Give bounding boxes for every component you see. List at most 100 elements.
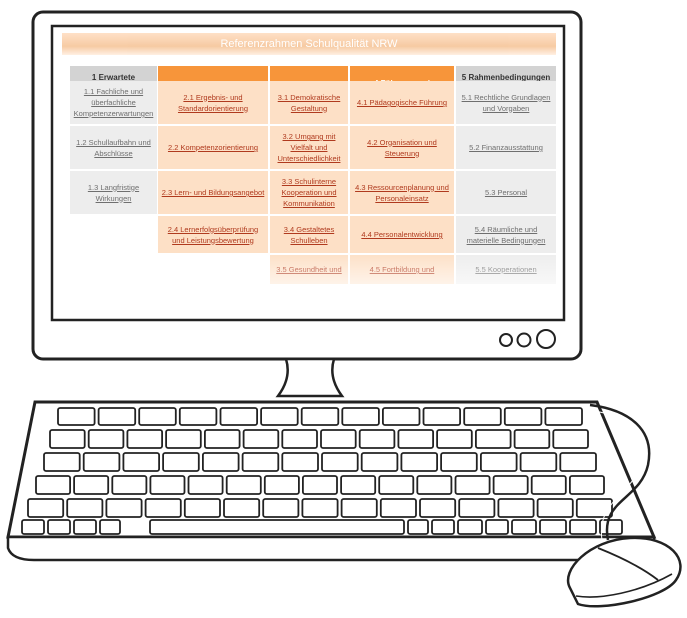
key [99, 519, 121, 535]
criterion-link[interactable]: 5.2 Finanzausstattung [456, 126, 556, 170]
criterion-link[interactable]: 5.4 Räumliche und materielle Bedingungen [456, 216, 556, 254]
key [82, 452, 121, 472]
key [539, 519, 567, 535]
monitor-button-medium-icon [516, 332, 532, 348]
criterion-link[interactable]: 3.1 Demokratische Gestaltung [270, 81, 348, 125]
criterion-link[interactable]: 2.2 Kompetenzorientierung [158, 126, 268, 170]
key [519, 452, 558, 472]
key [262, 498, 300, 518]
key [400, 452, 438, 472]
key [225, 475, 262, 495]
key [569, 519, 597, 535]
key [422, 407, 461, 426]
key [479, 452, 518, 472]
key [162, 452, 200, 472]
key [358, 429, 396, 449]
key [87, 429, 125, 449]
key [575, 498, 613, 518]
key [530, 475, 567, 495]
criterion-link[interactable]: 2.3 Lern- und Bildungsangebot [158, 171, 268, 215]
criterion-link[interactable]: 1.2 Schullaufbahn und Abschlüsse [70, 126, 157, 170]
keyboard-base [6, 535, 656, 562]
criterion-link[interactable]: 5.1 Rechtliche Grundlagen und Vorgaben [456, 81, 556, 125]
criterion-link[interactable]: 5.3 Personal [456, 171, 556, 215]
criterion-link[interactable]: 4.1 Pädagogische Führung [350, 81, 454, 125]
key [35, 475, 71, 495]
criterion-link[interactable]: 4.2 Organisation und Steuerung [350, 126, 454, 170]
key [21, 519, 45, 535]
key [379, 498, 417, 518]
key [301, 498, 339, 518]
key [407, 519, 429, 535]
monitor-stand [275, 357, 345, 398]
key [340, 498, 378, 518]
power-button-icon [536, 329, 556, 349]
criterion-link[interactable]: 4.4 Personalentwicklung [350, 216, 454, 254]
key [474, 429, 512, 449]
key [397, 429, 434, 449]
key [49, 429, 86, 449]
key [223, 498, 261, 518]
keyboard-keys [21, 407, 623, 535]
key [187, 475, 224, 495]
key [281, 429, 318, 449]
mouse-icon [566, 536, 682, 608]
key [454, 475, 491, 495]
key [458, 498, 496, 518]
key [300, 407, 340, 426]
key [105, 498, 143, 518]
key [321, 452, 359, 472]
page-title: Referenzrahmen Schulqualität NRW [62, 33, 556, 55]
key [97, 407, 137, 426]
key [43, 452, 81, 472]
key [122, 452, 161, 472]
key [360, 452, 399, 472]
criterion-link[interactable]: 1.3 Langfristige Wirkungen [70, 171, 157, 215]
criterion-link[interactable]: 4.3 Ressourcenplanung und Personaleinsat… [350, 171, 454, 215]
key [111, 475, 148, 495]
criterion-link[interactable]: 2.4 Lernerfolgsüberprüfung und Leistungs… [158, 216, 268, 254]
key [419, 498, 457, 518]
key [281, 452, 319, 472]
criterion-link[interactable]: 1.1 Fachliche und überfachliche Kompeten… [70, 81, 157, 125]
criterion-link[interactable]: 3.3 Schulinterne Kooperation und Kommuni… [270, 171, 348, 215]
key [149, 475, 186, 495]
key [47, 519, 71, 535]
screen-content: Referenzrahmen Schulqualität NRW 1 Erwar… [62, 33, 556, 303]
key [544, 407, 583, 426]
key [511, 519, 537, 535]
key [149, 519, 405, 535]
key [320, 429, 357, 449]
key [57, 407, 96, 426]
key [559, 452, 597, 472]
key [463, 407, 502, 426]
key [301, 475, 338, 495]
key [381, 407, 421, 426]
key [341, 407, 380, 426]
key [183, 498, 221, 518]
key [242, 429, 280, 449]
criterion-link[interactable]: 2.1 Ergebnis- und Standardorientierung [158, 81, 268, 125]
criterion-link[interactable]: 3.4 Gestaltetes Schulleben [270, 216, 348, 254]
key [260, 407, 299, 426]
key [440, 452, 478, 472]
key [73, 475, 110, 495]
key [340, 475, 377, 495]
key [241, 452, 280, 472]
key [497, 498, 535, 518]
key [378, 475, 415, 495]
criterion-link[interactable]: 3.2 Umgang mit Vielfalt und Unterschiedl… [270, 126, 348, 170]
key [219, 407, 258, 426]
key [536, 498, 574, 518]
mouse-cable-inner [593, 410, 643, 541]
key [599, 519, 623, 535]
mouse-cable [589, 403, 651, 541]
monitor-button-small-icon [499, 333, 513, 347]
key [201, 452, 240, 472]
key [569, 475, 605, 495]
key [416, 475, 453, 495]
key [485, 519, 509, 535]
key [552, 429, 589, 449]
key [165, 429, 202, 449]
key [457, 519, 483, 535]
